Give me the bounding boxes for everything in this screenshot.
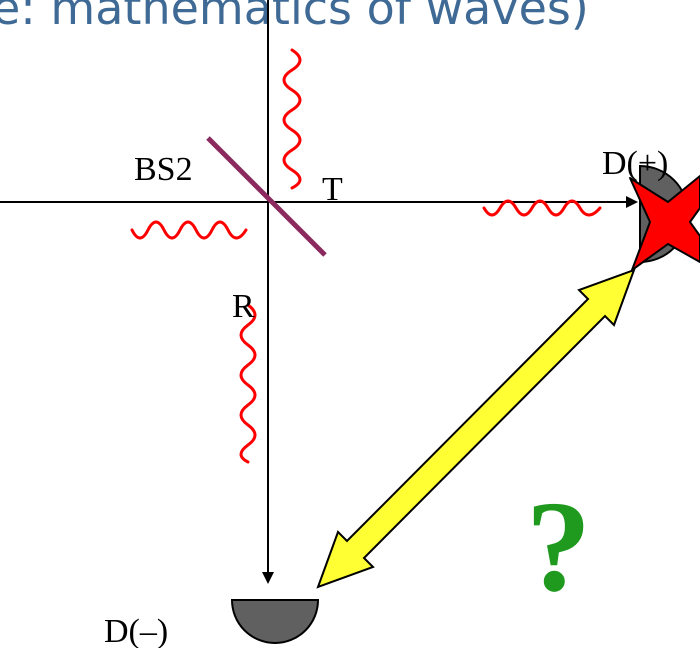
- beam-splitter-label: BS2: [134, 151, 193, 188]
- wave-horizontal-left: [130, 220, 248, 240]
- slide-title: e: mathematics of waves): [0, 0, 589, 35]
- question-mark: ?: [526, 475, 591, 619]
- detector-minus-label: D(–): [104, 613, 168, 648]
- wave-vertical-top: [282, 48, 302, 190]
- reflected-label: R: [232, 288, 255, 325]
- detector-minus: [230, 599, 320, 644]
- blocked-cross-icon: [629, 175, 700, 271]
- beam-splitter: [206, 136, 327, 257]
- detector-plus-label: D(+): [602, 145, 668, 182]
- transmitted-label: T: [322, 171, 343, 208]
- wave-horizontal-right: [482, 199, 602, 217]
- correlation-double-arrow: [316, 268, 636, 589]
- wave-vertical-bottom: [239, 303, 257, 464]
